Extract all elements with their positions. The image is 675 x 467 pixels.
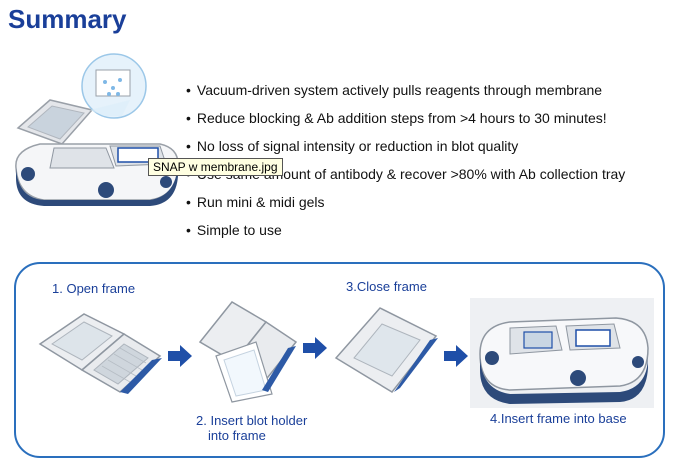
feature-list: Vacuum-driven system actively pulls reag…: [186, 76, 625, 244]
page-title: Summary: [8, 4, 127, 34]
step-4-label: 4.Insert frame into base: [490, 411, 627, 426]
arrow-right-icon: [444, 345, 468, 367]
open-frame-image: [38, 313, 162, 394]
feature-item: Vacuum-driven system actively pulls reag…: [186, 76, 625, 104]
step-1-label: 1. Open frame: [52, 281, 136, 296]
closed-frame-image: [334, 307, 438, 393]
step-2-line-2: into frame: [208, 428, 266, 443]
step-2-label: 2. Insert blot holder into frame: [196, 413, 307, 443]
arrow-right-icon: [303, 337, 327, 359]
feature-item: Reduce blocking & Ab addition steps from…: [186, 104, 625, 132]
steps-panel: [14, 262, 665, 458]
feature-item: No loss of signal intensity or reduction…: [186, 132, 625, 160]
snap-device-image: [15, 53, 179, 206]
feature-item: Use same amount of antibody & recover >8…: [186, 160, 625, 188]
arrow-right-icon: [168, 345, 192, 367]
insert-blot-holder-image: [198, 301, 298, 403]
feature-item: Simple to use: [186, 216, 625, 244]
feature-item: Run mini & midi gels: [186, 188, 625, 216]
step-2-line-1: 2. Insert blot holder: [196, 413, 308, 428]
frame-in-base-image: [470, 298, 654, 408]
step-3-label: 3.Close frame: [346, 279, 427, 294]
image-filename-tooltip: SNAP w membrane.jpg: [148, 158, 283, 176]
